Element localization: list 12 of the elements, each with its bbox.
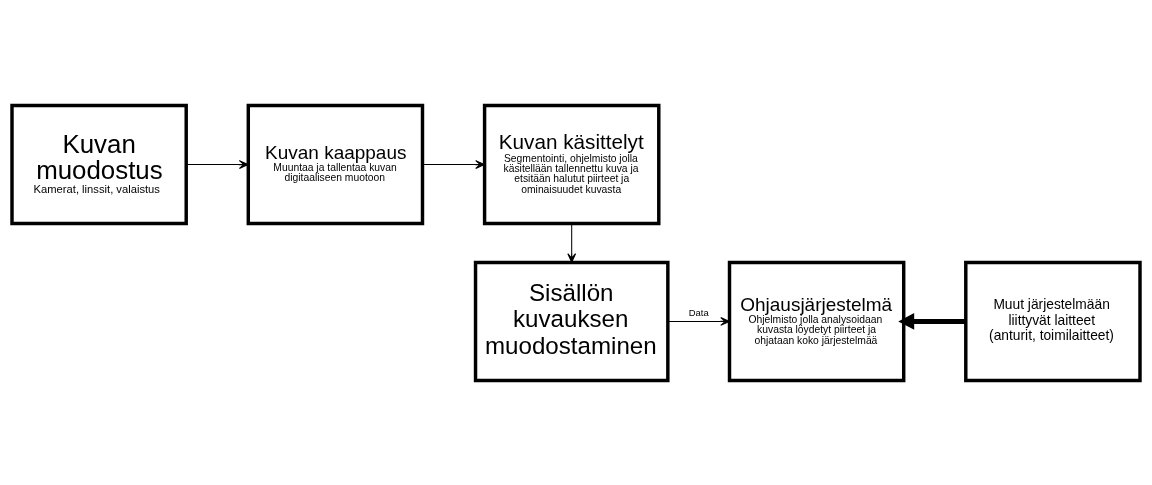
arrow <box>185 159 249 169</box>
node-box: Sisällön kuvauksen muodostaminen <box>473 260 670 382</box>
node-box: Ohjausjärjestelmä Ohjelmisto jolla analysoidaan kuvasta löydetyt piirteet ja ohjataan koko järjestelmää <box>727 260 906 382</box>
node-box: Kuvan muodostus Kamerat, linssit, valaistus <box>10 103 188 225</box>
arrow <box>667 316 730 326</box>
arrow <box>567 222 577 263</box>
node-box: Kuvan käsittelyt Segmentointi, ohjelmisto jolla käsitellään tallennettu kuva ja etsitään halutut piirteet ja ominaisuudet kuvasta <box>482 103 661 225</box>
edge-label: Data <box>688 306 709 318</box>
arrow <box>898 312 966 330</box>
arrow <box>422 159 485 169</box>
node-box: Kuvan kaappaus Muuntaa ja tallentaa kuvan digitaaliseen muotoon <box>246 103 425 225</box>
node-box: Muut järjestelmään liittyvät laitteet (anturit, toimilaitteet) <box>964 260 1142 382</box>
